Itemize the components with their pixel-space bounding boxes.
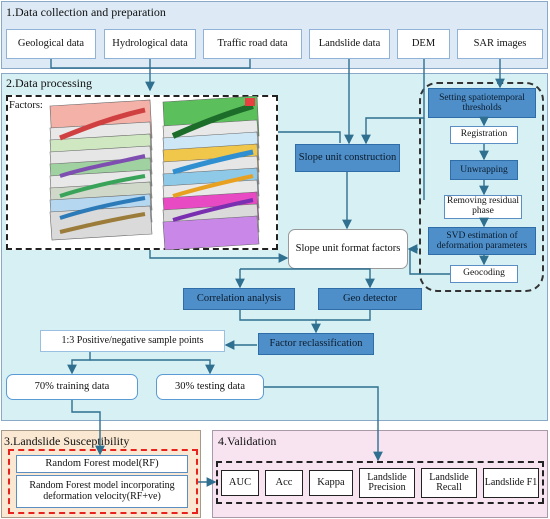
source-traffic-road: Traffic road data bbox=[203, 29, 302, 59]
model-rf: Random Forest model(RF) bbox=[16, 455, 188, 473]
training-data: 70% training data bbox=[6, 374, 138, 400]
geo-detector: Geo detector bbox=[318, 288, 422, 310]
sample-points: 1:3 Positive/negative sample points bbox=[40, 330, 225, 352]
metric-kappa: Kappa bbox=[309, 470, 353, 496]
source-landslide: Landslide data bbox=[309, 29, 390, 59]
step-svd-estimation: SVD estimation of deformation parameters bbox=[428, 227, 536, 255]
step-unwrapping: Unwrapping bbox=[450, 160, 518, 180]
metric-recall: Landslide Recall bbox=[421, 468, 477, 498]
section-title-1: 1.Data collection and preparation bbox=[6, 5, 166, 19]
step-registration: Registration bbox=[450, 126, 518, 144]
factor-reclassification: Factor reclassification bbox=[258, 333, 374, 355]
step-thresholds: Setting spatiotemporal thresholds bbox=[428, 88, 536, 118]
model-rf-ve: Random Forest model incorporating deform… bbox=[16, 475, 188, 508]
metric-f1: Landslide F1 bbox=[483, 468, 539, 498]
source-sar: SAR images bbox=[457, 29, 543, 59]
testing-data: 30% testing data bbox=[156, 374, 264, 400]
source-hydrological: Hydrological data bbox=[104, 29, 196, 59]
metric-precision: Landslide Precision bbox=[359, 468, 415, 498]
sar-processing-panel bbox=[419, 82, 544, 292]
step-removing-residual-phase: Removing residual phase bbox=[444, 195, 522, 219]
slope-unit-construction: Slope unit construction bbox=[295, 144, 400, 172]
correlation-analysis: Correlation analysis bbox=[183, 288, 295, 310]
metric-auc: AUC bbox=[221, 470, 259, 496]
step-geocoding: Geocoding bbox=[450, 265, 518, 283]
section-title-3: 3.Landslide Susceptibility bbox=[4, 434, 130, 448]
slope-unit-format-factors: Slope unit format factors bbox=[288, 229, 408, 269]
metrics-dashed-box bbox=[216, 461, 544, 504]
section-title-4: 4.Validation bbox=[218, 434, 277, 448]
factor-map-stack-left bbox=[30, 98, 153, 248]
source-dem: DEM bbox=[397, 29, 450, 59]
metric-acc: Acc bbox=[265, 470, 303, 496]
source-geological: Geological data bbox=[6, 29, 96, 59]
section-title-2: 2.Data processing bbox=[6, 76, 92, 90]
factors-label: Factors: bbox=[9, 100, 43, 111]
factor-map-stack-right bbox=[145, 95, 275, 251]
